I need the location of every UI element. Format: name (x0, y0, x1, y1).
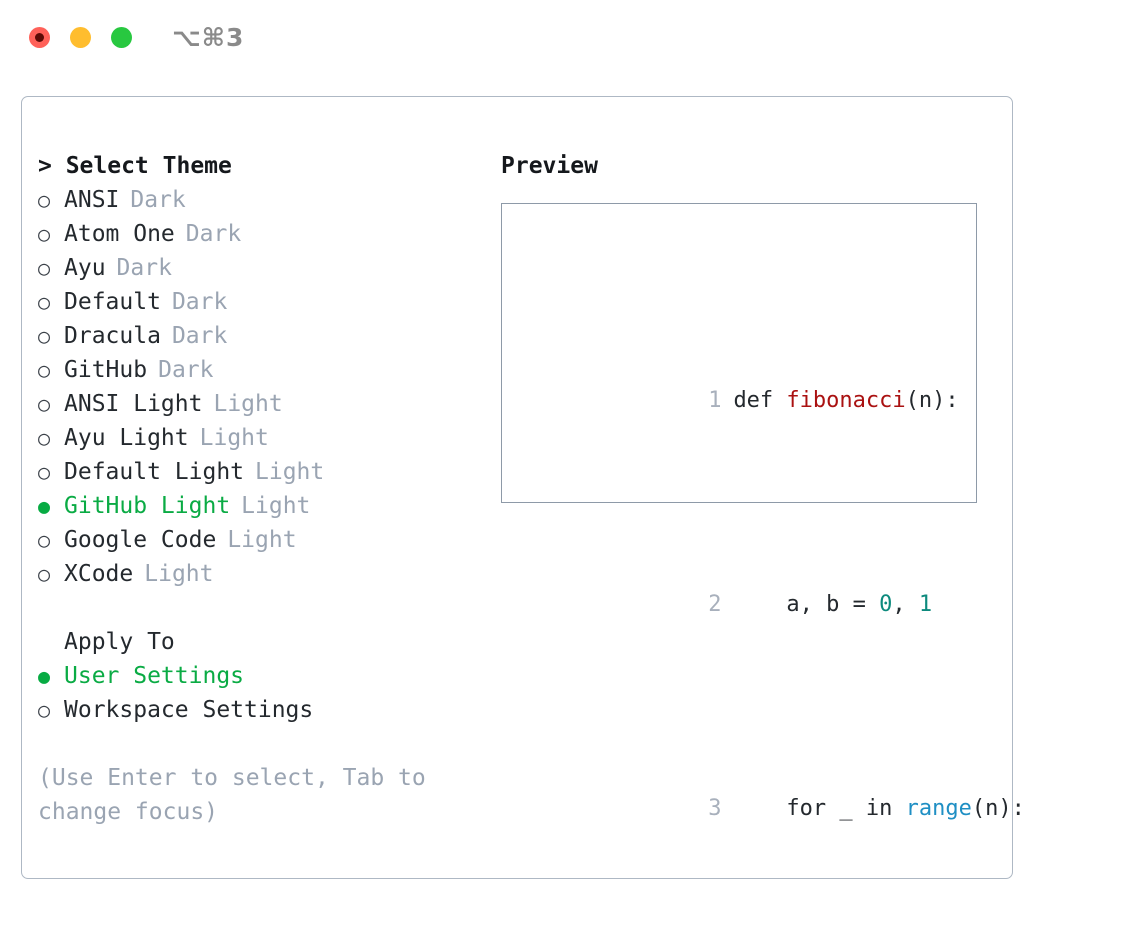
code-token: range (905, 796, 972, 821)
radio-icon[interactable]: ○ (38, 358, 51, 382)
code-token: fibonacci (786, 388, 906, 413)
apply-to-item-label: Workspace Settings (64, 697, 314, 723)
radio-icon[interactable]: ○ (38, 392, 51, 416)
window-title-shortcut: ⌥⌘3 (172, 23, 245, 52)
minimize-button-icon[interactable] (70, 27, 91, 48)
theme-item-label: Atom One (64, 221, 175, 247)
theme-selector-column: > Select Theme ○ ANSI Dark ○ Atom One Da… (38, 149, 498, 829)
theme-item-tag: Light (199, 425, 269, 451)
theme-item-label: ANSI (64, 187, 120, 213)
code-token: 1 (918, 592, 933, 617)
code-token: , (892, 592, 919, 617)
radio-icon[interactable]: ○ (38, 698, 51, 722)
theme-item-label: Default (64, 289, 161, 315)
apply-to-item[interactable]: ○ Workspace Settings (38, 693, 498, 727)
close-button-icon[interactable] (29, 27, 50, 48)
title-bar: ⌥⌘3 (0, 0, 1140, 78)
theme-item-tag: Dark (116, 255, 172, 281)
theme-item-tag: Dark (171, 289, 228, 315)
theme-item-tag: Dark (171, 323, 228, 349)
radio-selected-icon[interactable]: ● (38, 494, 51, 518)
theme-item-label: XCode (64, 561, 134, 587)
code-line: 2 a, b = 0, 1 (514, 554, 1078, 656)
radio-icon[interactable]: ○ (38, 528, 51, 552)
theme-item-tag: Light (144, 561, 214, 587)
main-panel: > Select Theme ○ ANSI Dark ○ Atom One Da… (21, 96, 1025, 879)
code-token: for _ in (733, 796, 906, 821)
theme-item-label: Google Code (64, 527, 217, 553)
radio-selected-icon[interactable]: ● (38, 664, 51, 688)
keyboard-hint-text: (Use Enter to select, Tab to change focu… (38, 765, 440, 825)
radio-icon[interactable]: ○ (38, 256, 51, 280)
theme-item[interactable]: ○ Ayu Dark (38, 251, 498, 285)
apply-to-item-selected[interactable]: ● User Settings (38, 659, 498, 693)
theme-item[interactable]: ○ ANSI Light Light (38, 387, 498, 421)
code-line: 1 def fibonacci(n): (514, 350, 1078, 452)
preview-title: Preview (501, 153, 598, 179)
theme-item-label: Ayu Light (64, 425, 189, 451)
code-token: (n): (971, 796, 1025, 821)
theme-list: ○ ANSI Dark ○ Atom One Dark ○ Ayu Dark (38, 183, 498, 591)
theme-item[interactable]: ○ Ayu Light Light (38, 421, 498, 455)
theme-item[interactable]: ○ XCode Light (38, 557, 498, 591)
apply-to-header: Apply To (64, 629, 175, 655)
theme-item[interactable]: ○ Dracula Dark (38, 319, 498, 353)
code-line: 3 for _ in range(n): (514, 758, 1078, 860)
theme-item-label: Ayu (64, 255, 106, 281)
window-controls (29, 27, 132, 48)
theme-item-label: Default Light (64, 459, 245, 485)
theme-list-header: > Select Theme (38, 153, 232, 179)
radio-icon[interactable]: ○ (38, 460, 51, 484)
apply-to-item-label: User Settings (64, 663, 245, 689)
theme-item-tag: Light (227, 527, 297, 553)
radio-icon[interactable]: ○ (38, 290, 51, 314)
radio-icon[interactable]: ○ (38, 222, 51, 246)
theme-item[interactable]: ○ GitHub Dark (38, 353, 498, 387)
maximize-button-icon[interactable] (111, 27, 132, 48)
theme-item[interactable]: ○ Default Dark (38, 285, 498, 319)
theme-item-label: GitHub Light (64, 493, 231, 519)
theme-item-selected[interactable]: ● GitHub Light Light (38, 489, 498, 523)
apply-to-list: ● User Settings ○ Workspace Settings (38, 659, 498, 727)
code-token: (n): (905, 388, 959, 413)
theme-item-tag: Light (213, 391, 283, 417)
list-spacer (38, 591, 498, 625)
theme-item-tag: Light (241, 493, 311, 519)
theme-item-tag: Dark (130, 187, 186, 213)
line-number: 1 (708, 388, 722, 413)
theme-item[interactable]: ○ Google Code Light (38, 523, 498, 557)
theme-item-tag: Light (255, 459, 325, 485)
theme-item-label: ANSI Light (64, 391, 203, 417)
radio-icon[interactable]: ○ (38, 562, 51, 586)
line-number: 2 (708, 592, 722, 617)
code-token: def (733, 388, 787, 413)
theme-item-tag: Dark (158, 357, 214, 383)
radio-icon[interactable]: ○ (38, 188, 51, 212)
code-token: 0 (879, 592, 893, 617)
theme-item[interactable]: ○ Default Light Light (38, 455, 498, 489)
theme-item[interactable]: ○ ANSI Dark (38, 183, 498, 217)
code-token: a, b = (733, 592, 880, 617)
theme-item[interactable]: ○ Atom One Dark (38, 217, 498, 251)
line-number: 3 (708, 796, 722, 821)
theme-item-label: Dracula (64, 323, 161, 349)
theme-item-label: GitHub (64, 357, 148, 383)
radio-icon[interactable]: ○ (38, 324, 51, 348)
theme-item-tag: Dark (185, 221, 242, 247)
radio-icon[interactable]: ○ (38, 426, 51, 450)
